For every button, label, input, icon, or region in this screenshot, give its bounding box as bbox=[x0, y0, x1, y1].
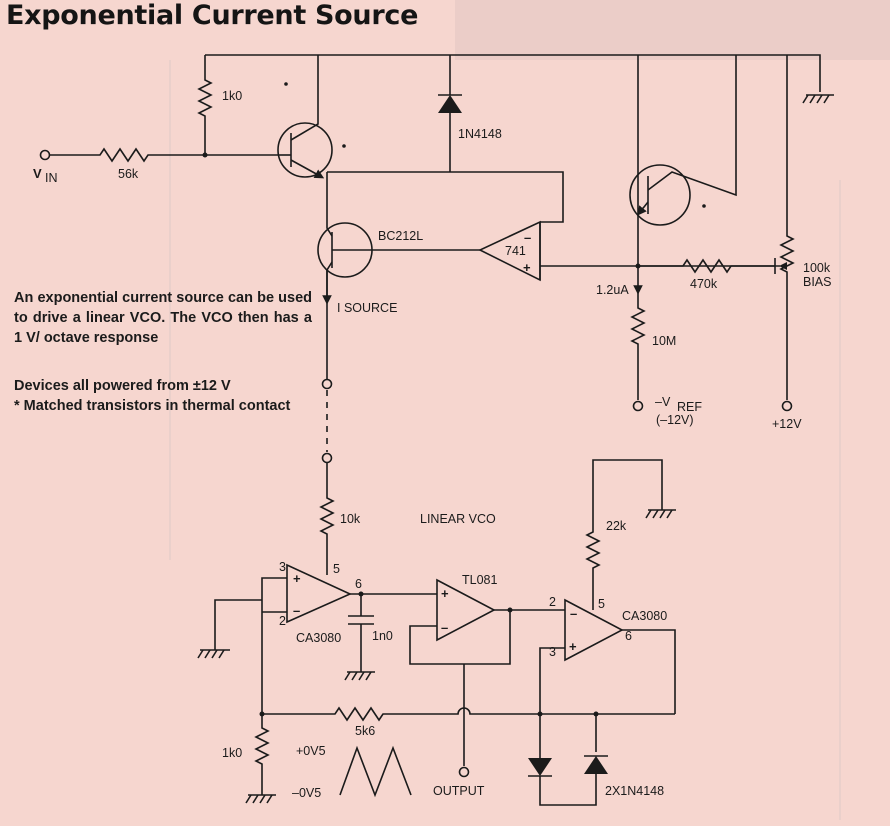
svg-text:2: 2 bbox=[549, 595, 556, 609]
junction-dot bbox=[202, 152, 208, 158]
svg-text:100k: 100k bbox=[803, 261, 831, 275]
output-terminal: OUTPUT bbox=[433, 664, 485, 798]
svg-text:2: 2 bbox=[279, 614, 286, 628]
svg-text:(–12V): (–12V) bbox=[656, 413, 694, 427]
svg-text:470k: 470k bbox=[690, 277, 718, 291]
svg-text:+: + bbox=[523, 260, 531, 275]
wire-q1-emitter-node bbox=[327, 171, 564, 223]
svg-text:+0V5: +0V5 bbox=[296, 744, 326, 758]
svg-text:1n0: 1n0 bbox=[372, 629, 393, 643]
potentiometer-100k-bias: 100k BIAS +12V bbox=[772, 55, 832, 431]
svg-text:+: + bbox=[441, 586, 449, 601]
svg-text:1.2uA: 1.2uA bbox=[596, 283, 629, 297]
svg-text:56k: 56k bbox=[118, 167, 139, 181]
ground-symbol bbox=[245, 794, 276, 804]
resistor-1k0-bottom: 1k0 bbox=[222, 714, 270, 795]
svg-text:3: 3 bbox=[549, 645, 556, 659]
opamp-741: 741 – + bbox=[478, 220, 780, 282]
svg-text:OUTPUT: OUTPUT bbox=[433, 784, 485, 798]
resistor-470k: 470k bbox=[638, 258, 776, 291]
note-power: Devices all powered from ±12 V bbox=[14, 378, 231, 394]
resistor-10m: 1.2uA 10M –V REF (–12V) bbox=[596, 263, 702, 427]
svg-text:10k: 10k bbox=[340, 512, 361, 526]
svg-text:5k6: 5k6 bbox=[355, 724, 375, 738]
resistor-5k6: 5k6 bbox=[259, 706, 675, 738]
opamp-tl081: + – TL081 bbox=[409, 573, 565, 665]
ground-symbol bbox=[802, 94, 834, 104]
svg-text:–: – bbox=[293, 603, 300, 618]
ota-ca3080-right: – + 2 3 5 6 CA3080 bbox=[539, 595, 676, 714]
ground-symbol bbox=[344, 671, 375, 681]
svg-text:5: 5 bbox=[333, 562, 340, 576]
svg-text:6: 6 bbox=[625, 629, 632, 643]
svg-text:1k0: 1k0 bbox=[222, 89, 242, 103]
description-text: An exponential current source can be use… bbox=[14, 290, 312, 346]
triangle-waveform: +0V5 –0V5 bbox=[292, 744, 412, 800]
top-rail bbox=[205, 54, 834, 104]
svg-text:2X1N4148: 2X1N4148 bbox=[605, 784, 664, 798]
svg-text:–: – bbox=[524, 230, 531, 245]
svg-text:–0V5: –0V5 bbox=[292, 786, 321, 800]
svg-text:REF: REF bbox=[677, 400, 702, 414]
page-title: Exponential Current Source bbox=[6, 0, 419, 31]
note-matched-transistors: * Matched transistors in thermal contact bbox=[14, 398, 291, 414]
svg-text:–: – bbox=[570, 606, 577, 621]
svg-text:I SOURCE: I SOURCE bbox=[337, 301, 397, 315]
resistor-22k: 22k bbox=[585, 459, 663, 610]
svg-text:10M: 10M bbox=[652, 334, 676, 348]
diodes-2x1n4148: 2X1N4148 bbox=[528, 714, 664, 806]
svg-text:IN: IN bbox=[45, 171, 58, 185]
svg-text:–V: –V bbox=[655, 395, 671, 409]
ground-symbol bbox=[645, 509, 676, 519]
faint-header-band bbox=[455, 0, 890, 60]
svg-text:V: V bbox=[33, 166, 42, 181]
svg-text:22k: 22k bbox=[606, 519, 627, 533]
svg-text:LINEAR VCO: LINEAR VCO bbox=[420, 512, 496, 526]
svg-text:BIAS: BIAS bbox=[803, 275, 832, 289]
transistor-q2 bbox=[629, 55, 737, 266]
svg-text:CA3080: CA3080 bbox=[296, 631, 341, 645]
svg-text:1N4148: 1N4148 bbox=[458, 127, 502, 141]
vin-terminal: V IN bbox=[33, 149, 58, 185]
svg-text:3: 3 bbox=[279, 560, 286, 574]
svg-text:+: + bbox=[293, 571, 301, 586]
resistor-56k: 56k bbox=[50, 147, 280, 181]
svg-text:+12V: +12V bbox=[772, 417, 802, 431]
transistor-q1 bbox=[277, 55, 346, 179]
svg-text:1k0: 1k0 bbox=[222, 746, 242, 760]
capacitor-1n0: 1n0 bbox=[348, 591, 437, 672]
transistor-bc212l: BC212L bbox=[317, 172, 480, 300]
svg-text:TL081: TL081 bbox=[462, 573, 497, 587]
svg-text:741: 741 bbox=[505, 244, 526, 258]
svg-text:5: 5 bbox=[598, 597, 605, 611]
svg-text:BC212L: BC212L bbox=[378, 229, 423, 243]
resistor-10k: 10k LINEAR VCO bbox=[319, 463, 496, 575]
ota-ca3080-left: + – 3 2 5 6 CA3080 bbox=[214, 560, 362, 714]
svg-text:+: + bbox=[569, 639, 577, 654]
svg-text:–: – bbox=[441, 620, 448, 635]
i-source-output: I SOURCE bbox=[321, 270, 397, 464]
notes-block: Devices all powered from ±12 V * Matched… bbox=[14, 376, 312, 416]
svg-text:CA3080: CA3080 bbox=[622, 609, 667, 623]
svg-text:6: 6 bbox=[355, 577, 362, 591]
diode-1n4148: 1N4148 bbox=[438, 55, 502, 172]
resistor-1k0-top: 1k0 bbox=[197, 55, 242, 155]
ground-symbol bbox=[197, 649, 230, 659]
